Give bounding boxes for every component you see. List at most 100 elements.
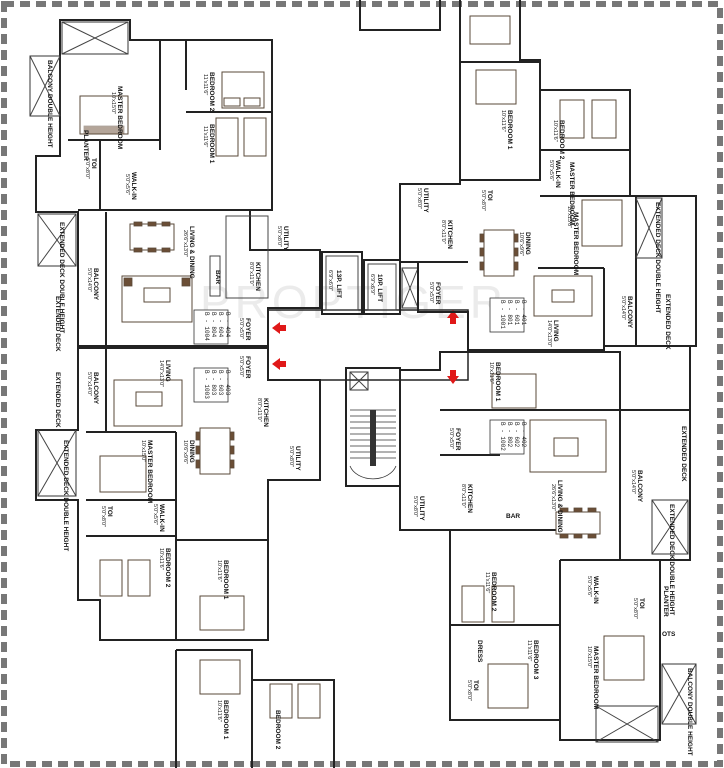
svg-text:B - 1004: B - 1004 — [203, 312, 210, 341]
svg-text:BEDROOM 2: BEDROOM 2 — [274, 710, 281, 750]
svg-text:B - 403: B - 403 — [224, 370, 231, 396]
svg-text:5'0"x8'0": 5'0"x8'0" — [632, 598, 638, 619]
svg-text:B - 604: B - 604 — [217, 312, 224, 338]
dining-table — [129, 221, 175, 253]
svg-text:WALK-IN: WALK-IN — [130, 172, 137, 200]
svg-text:WALK-IN: WALK-IN — [554, 160, 561, 188]
svg-text:BEDROOM 1: BEDROOM 1 — [506, 110, 513, 150]
svg-text:BALCONY: BALCONY — [626, 296, 633, 329]
svg-text:8'0"x11'0": 8'0"x11'0" — [256, 398, 262, 422]
lift-1: 13P. LIFT 6'9"x6'0" — [321, 251, 363, 315]
svg-text:5'0"x5'0": 5'0"x5'0" — [448, 428, 454, 449]
svg-text:FOYER: FOYER — [244, 318, 251, 341]
svg-text:10'x11'6": 10'x11'6" — [216, 560, 222, 582]
svg-text:10'x15'0": 10'x15'0" — [140, 440, 146, 462]
svg-text:10'x15'0": 10'x15'0" — [586, 646, 592, 668]
svg-text:5'0"x5'0": 5'0"x5'0" — [238, 318, 244, 339]
svg-text:5'0"x5'6": 5'0"x5'6" — [124, 174, 130, 195]
svg-text:KITCHEN: KITCHEN — [446, 220, 453, 249]
svg-text:MASTER BEDROOM: MASTER BEDROOM — [592, 646, 599, 709]
svg-text:10P. LIFT: 10P. LIFT — [376, 274, 383, 302]
svg-text:10'6"x9'6": 10'6"x9'6" — [518, 232, 524, 256]
svg-text:BEDROOM 2: BEDROOM 2 — [558, 120, 565, 160]
svg-text:PLANTER: PLANTER — [662, 586, 669, 617]
svg-text:10'x15'0": 10'x15'0" — [110, 92, 116, 114]
sofa-set — [121, 275, 193, 323]
svg-text:8'0"x11'0": 8'0"x11'0" — [440, 220, 446, 244]
svg-text:5'0"x5'6": 5'0"x5'6" — [586, 576, 592, 597]
svg-text:DRESS: DRESS — [476, 640, 483, 663]
svg-text:10'x15'0": 10'x15'0" — [566, 206, 572, 228]
svg-text:FOYER: FOYER — [434, 282, 441, 305]
svg-text:FOYER: FOYER — [244, 356, 251, 379]
svg-text:5'0"x14'0": 5'0"x14'0" — [86, 372, 92, 396]
svg-text:10'x11'6": 10'x11'6" — [158, 548, 164, 570]
svg-text:B - 1002: B - 1002 — [499, 422, 506, 451]
svg-text:B - 801: B - 801 — [506, 300, 513, 326]
svg-text:B - 404: B - 404 — [224, 312, 231, 338]
svg-text:11'x11'6": 11'x11'6" — [202, 126, 208, 147]
svg-text:5'0"x5'6": 5'0"x5'6" — [152, 504, 158, 525]
svg-text:BEDROOM 1: BEDROOM 1 — [494, 362, 501, 402]
unit-number-box: B - 402 B - 602 B - 802 B - 1002 — [489, 419, 527, 455]
svg-text:UTILITY: UTILITY — [294, 446, 301, 471]
svg-text:14'0"x13'0": 14'0"x13'0" — [546, 320, 552, 347]
svg-text:MASTER BEDROOM: MASTER BEDROOM — [116, 86, 123, 149]
svg-text:KITCHEN: KITCHEN — [262, 398, 269, 427]
svg-text:11'x11'6": 11'x11'6" — [202, 74, 208, 95]
svg-text:EXTENDED DECK DOUBLE HEIGHT: EXTENDED DECK DOUBLE HEIGHT — [654, 202, 661, 313]
svg-text:KITCHEN: KITCHEN — [254, 262, 261, 291]
svg-text:26'6"x13'0": 26'6"x13'0" — [550, 484, 556, 511]
svg-text:PLANTER: PLANTER — [82, 130, 89, 161]
svg-text:B - 402: B - 402 — [520, 422, 527, 448]
svg-text:BALCONY DOUBLE HEIGHT: BALCONY DOUBLE HEIGHT — [686, 668, 693, 756]
svg-text:DINING: DINING — [524, 232, 531, 255]
svg-text:B - 1003: B - 1003 — [203, 370, 210, 399]
svg-text:BEDROOM 3: BEDROOM 3 — [532, 640, 539, 680]
svg-text:10'x11'6": 10'x11'6" — [500, 110, 506, 132]
exit-arrow-icon — [447, 370, 459, 384]
svg-text:LIVING: LIVING — [552, 320, 559, 342]
svg-text:BEDROOM 2: BEDROOM 2 — [208, 72, 215, 112]
svg-text:OTS: OTS — [662, 631, 676, 638]
unit-number-box: B - 401 B - 601 B - 801 B - 1001 — [489, 297, 527, 333]
svg-text:BEDROOM 1: BEDROOM 1 — [208, 124, 215, 164]
svg-text:LIVING & DINING: LIVING & DINING — [556, 480, 563, 533]
svg-text:TOI: TOI — [90, 158, 97, 169]
svg-text:WALK-IN: WALK-IN — [158, 504, 165, 532]
svg-text:TOI: TOI — [486, 190, 493, 201]
svg-text:5'0"x8'0": 5'0"x8'0" — [480, 190, 486, 211]
exit-arrow-icon — [447, 310, 459, 324]
unit-top-left: MASTER BEDROOM 10'x15'0" BEDROOM 2 11'x1… — [29, 19, 321, 352]
unit-number-box: B - 403 B - 603 B - 803 B - 1003 — [193, 367, 231, 403]
lift-2: 10P. LIFT 6'9"x6'9" — [363, 259, 401, 315]
svg-text:EXTENDED DECK DOUBLE HEIGHT: EXTENDED DECK DOUBLE HEIGHT — [58, 222, 65, 333]
svg-text:B - 601: B - 601 — [513, 300, 520, 326]
svg-text:BEDROOM 1: BEDROOM 1 — [222, 700, 229, 740]
svg-text:5'0"x8'0": 5'0"x8'0" — [84, 158, 90, 179]
svg-text:WALK-IN: WALK-IN — [592, 576, 599, 604]
svg-text:10'x11'6": 10'x11'6" — [488, 362, 494, 384]
svg-text:DINING: DINING — [188, 440, 195, 463]
unit-top-center-wing: BEDROOM 1 10'x11'6" — [359, 0, 541, 181]
svg-text:TOI: TOI — [638, 598, 645, 609]
svg-text:B - 1001: B - 1001 — [499, 300, 506, 329]
svg-text:5'0"x8'0": 5'0"x8'0" — [288, 446, 294, 467]
svg-text:6'9"x6'9": 6'9"x6'9" — [369, 274, 375, 295]
svg-text:BAR: BAR — [506, 513, 520, 520]
svg-text:TOI: TOI — [472, 680, 479, 691]
svg-text:5'0"x14'0": 5'0"x14'0" — [630, 470, 636, 494]
svg-text:LIVING & DINING: LIVING & DINING — [188, 226, 195, 279]
svg-text:MASTER BEDROOM: MASTER BEDROOM — [568, 162, 575, 225]
svg-text:UTILITY: UTILITY — [282, 226, 289, 251]
svg-text:5'0"x8'0": 5'0"x8'0" — [466, 680, 472, 701]
right-outer-edge — [620, 196, 697, 410]
unit-bottom-right: BEDROOM 1 10'x11'6" FOYER 5'0"x5'0" KITC… — [399, 351, 697, 756]
svg-text:5'0"x14'0": 5'0"x14'0" — [620, 296, 626, 320]
svg-text:10'x11'6": 10'x11'6" — [552, 120, 558, 142]
svg-text:BEDROOM 2: BEDROOM 2 — [164, 548, 171, 588]
svg-text:BALCONY: BALCONY — [92, 372, 99, 405]
svg-text:BEDROOM 2: BEDROOM 2 — [490, 572, 497, 612]
exit-arrow-icon — [272, 358, 286, 370]
